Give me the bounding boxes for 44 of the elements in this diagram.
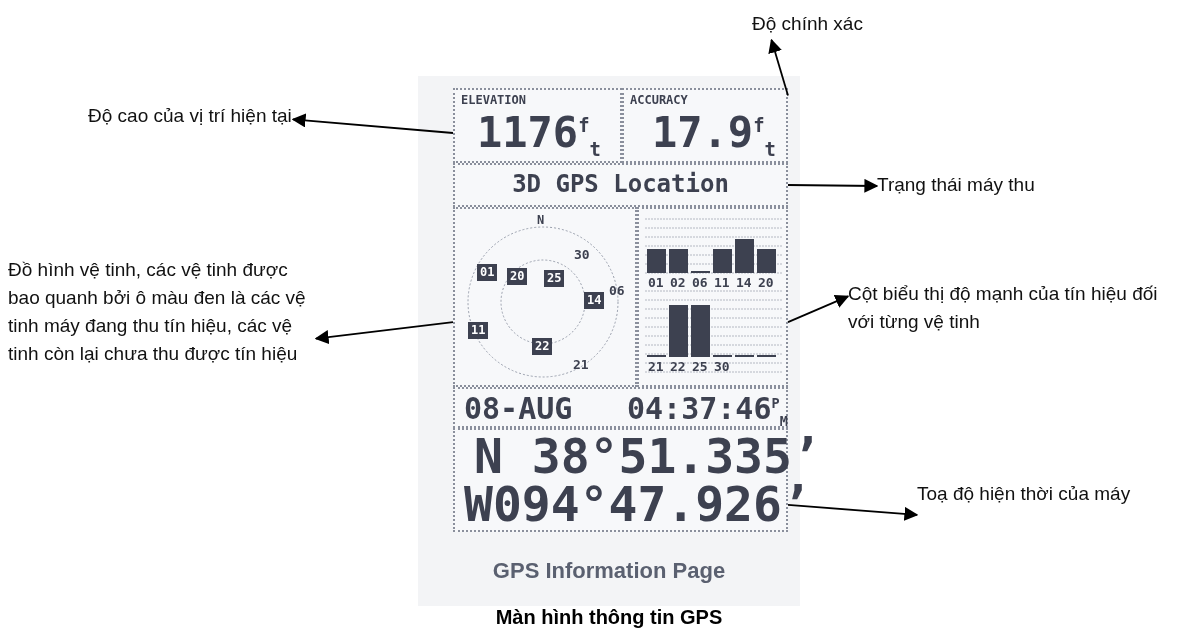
callout-text: Độ cao của vị trí hiện tại: [88, 102, 293, 160]
satellite-number: 11: [468, 322, 489, 340]
figure-caption: Màn hình thông tin GPS: [494, 606, 724, 629]
callout-text: Độ chính xác: [752, 10, 882, 40]
status-text: 3D GPS Location: [511, 171, 730, 198]
satellite-number: 14: [584, 292, 605, 310]
satellite-number: 25: [544, 270, 565, 288]
satellite-number: 20: [758, 276, 774, 291]
satellite-number: 01: [648, 276, 664, 291]
screen-title: GPS Information Page: [491, 558, 727, 584]
satellite-number: 06: [692, 276, 708, 291]
satellite-number: 22: [670, 360, 686, 375]
signal-strength-panel: [637, 207, 788, 387]
satellite-number: 06: [609, 284, 625, 299]
satellite-number: 25: [692, 360, 708, 375]
satellite-number: 01: [477, 264, 498, 282]
callout-arrow: [787, 178, 879, 193]
satellite-number: 20: [507, 268, 528, 286]
callout-text: Cột biểu thị độ mạnh của tín hiệu đối với từng vệ tinh: [848, 280, 1188, 366]
callout-arrow: [768, 38, 789, 97]
satellite-number: 02: [670, 276, 686, 291]
field-label: ACCURACY: [630, 94, 688, 108]
callout-text: Toạ độ hiện thời của máy: [917, 480, 1182, 538]
callout-arrow: [787, 504, 919, 521]
date-text: 08-AUG: [464, 392, 573, 425]
satellite-number: 22: [532, 338, 553, 356]
date-time-panel: [453, 387, 788, 428]
callout-text: Trạng thái máy thu: [877, 171, 1077, 201]
satellite-number: 14: [736, 276, 752, 291]
satellite-number: 30: [714, 360, 730, 375]
callout-arrow: [314, 321, 454, 344]
callout-text: Đồ hình vệ tinh, các vệ tinh được bao quanh bởi ô màu đen là các vệ tinh máy đang thu tín hiệu, các vệ tinh còn lại chưa thu được tín hiệu: [8, 256, 316, 428]
satellite-number: 30: [574, 248, 590, 263]
satellite-number: 21: [573, 358, 589, 373]
callout-arrow: [787, 294, 850, 324]
status-panel: [453, 163, 788, 207]
elevation-panel: [453, 88, 622, 163]
sky-view-panel: [453, 207, 637, 387]
satellite-number: 11: [714, 276, 730, 291]
satellite-number: 21: [648, 360, 664, 375]
callout-arrow: [291, 113, 454, 134]
accuracy-panel: [622, 88, 788, 163]
compass-north-label: N: [537, 214, 545, 228]
field-label: ELEVATION: [461, 94, 527, 108]
